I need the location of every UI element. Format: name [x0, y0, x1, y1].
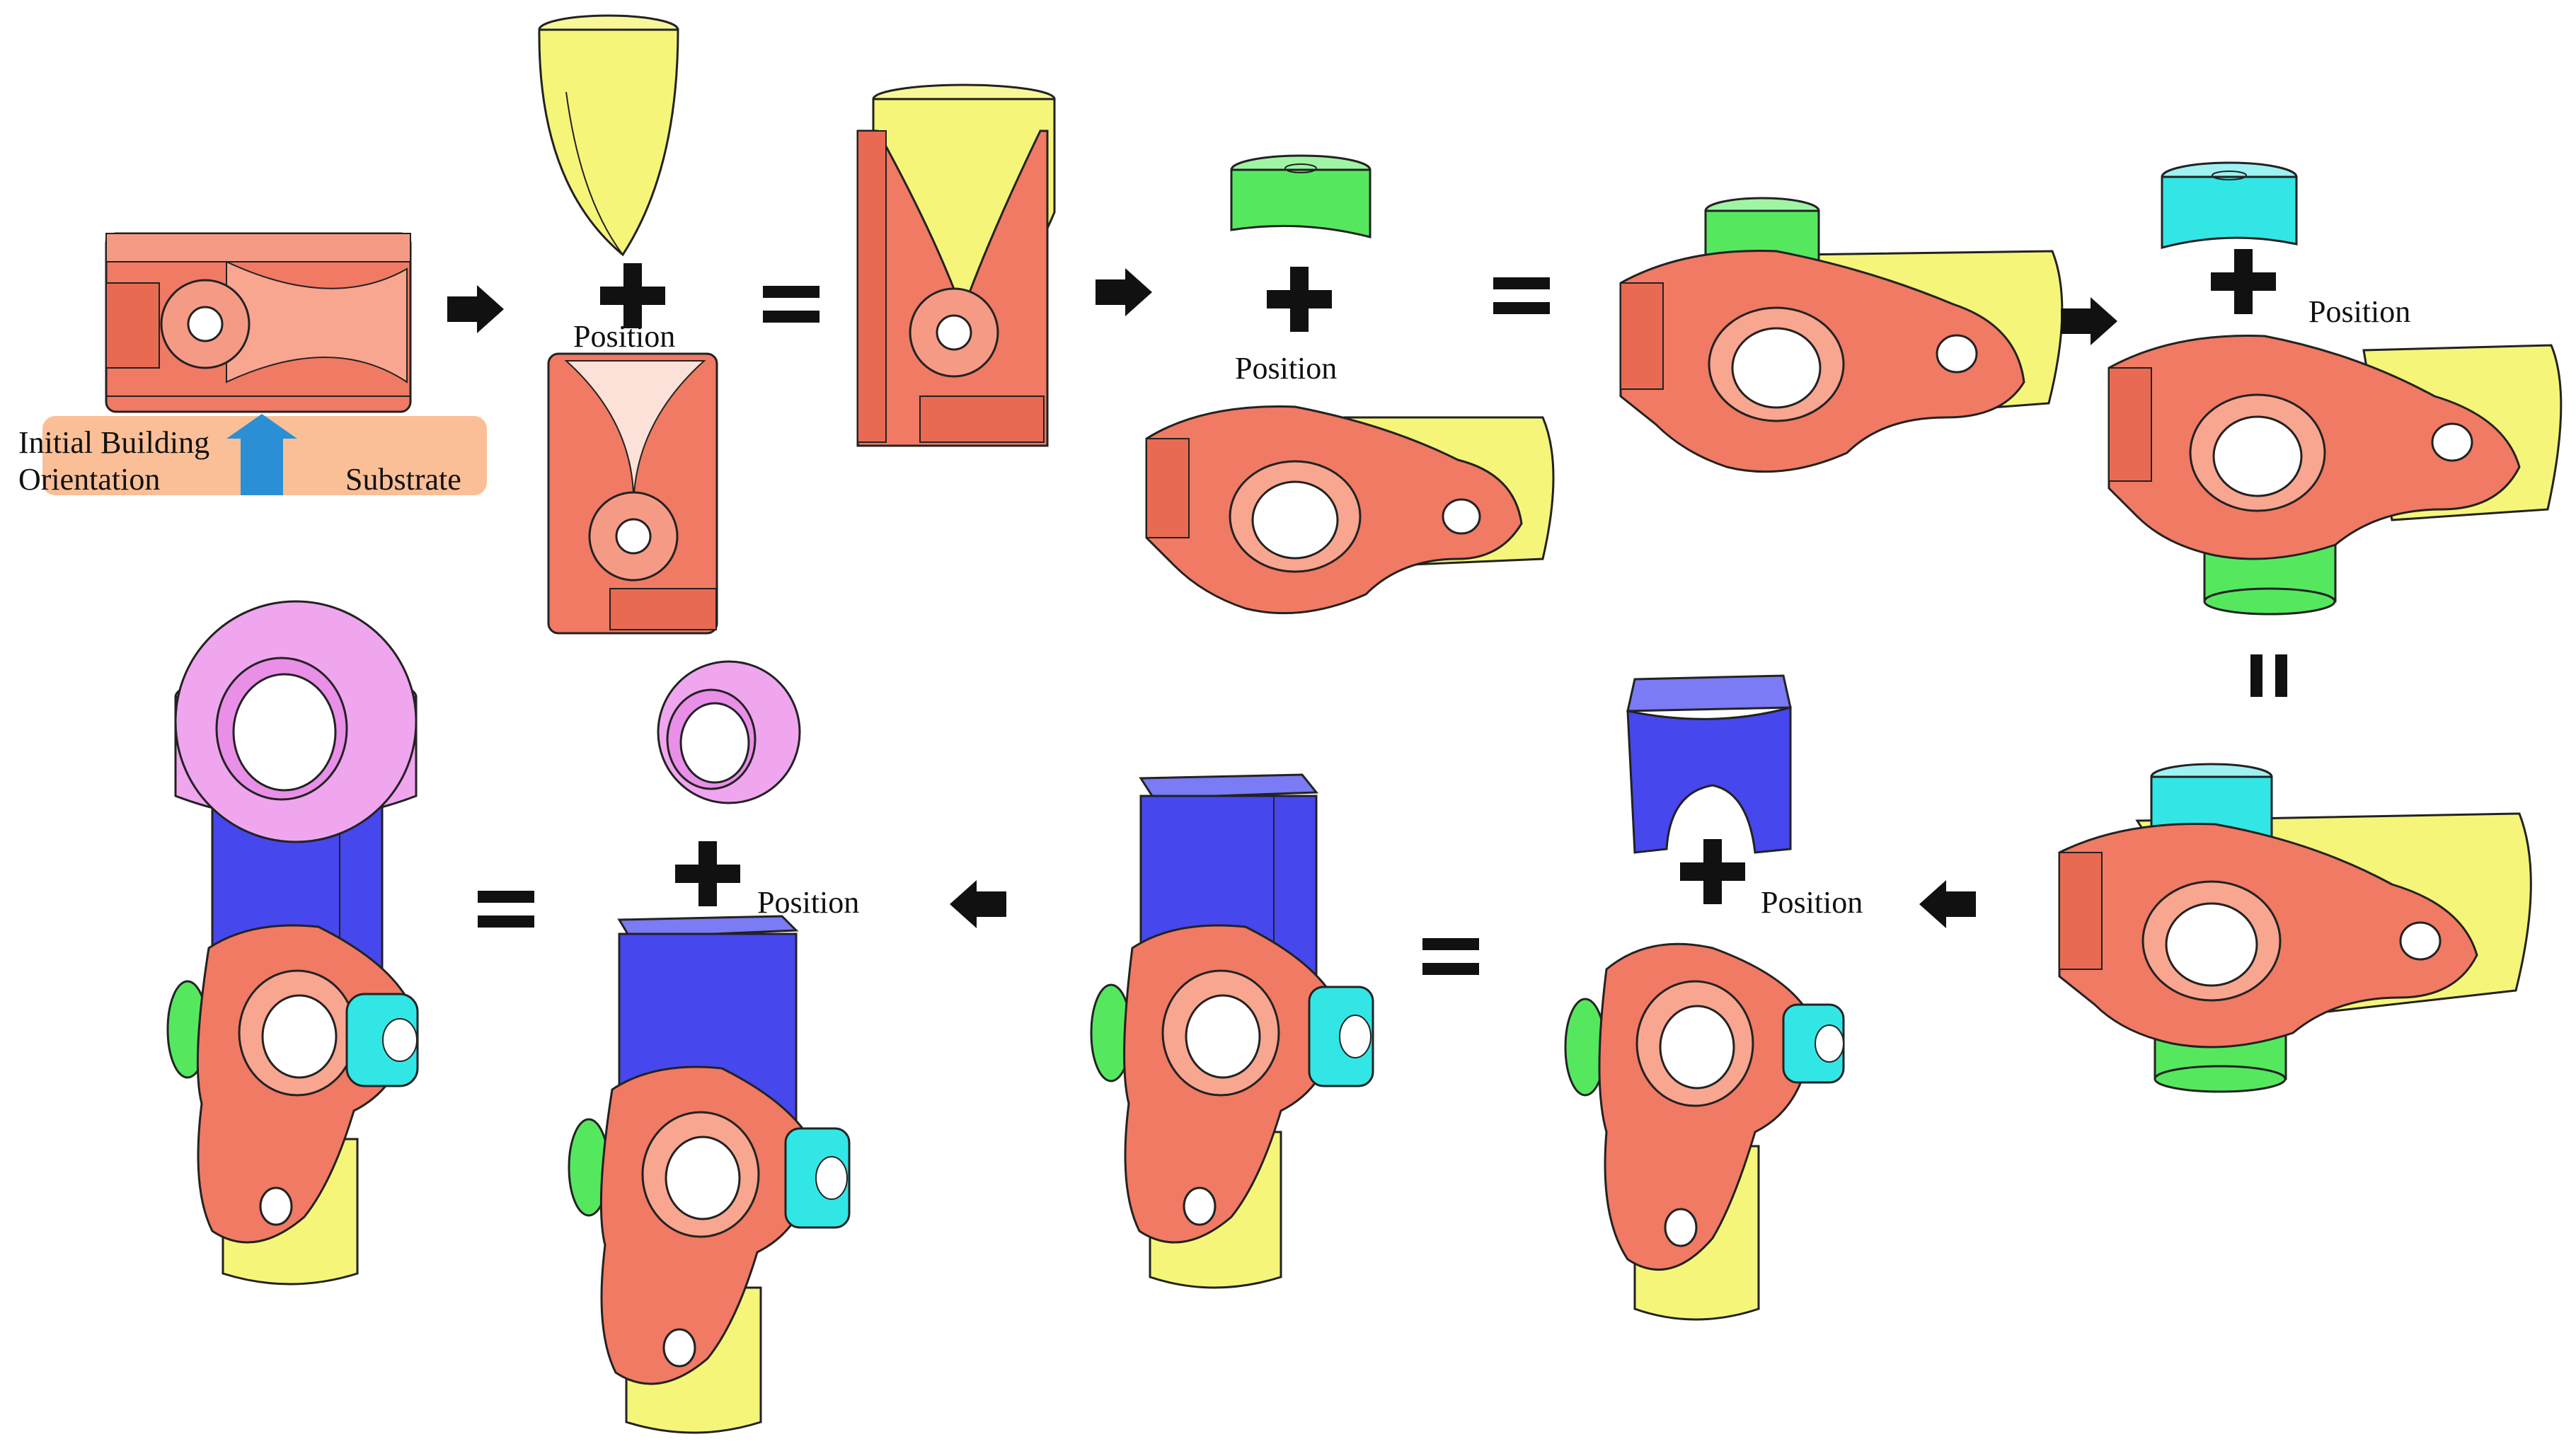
initial-orientation-group: Initial Building Orientation Substrate [18, 232, 487, 497]
position-label-5: Position [757, 885, 859, 920]
vertical-body-part [547, 352, 718, 635]
substrate-label: Substrate [345, 462, 461, 497]
up-arrow-icon [226, 414, 297, 495]
horizontal-body-part [1145, 405, 1555, 615]
body-green-cyan-part [2058, 763, 2532, 1093]
equals-icon [763, 286, 820, 323]
arrow-left-icon [1919, 880, 1976, 928]
combined-blue-part [1090, 773, 1374, 1289]
equals-icon [478, 891, 534, 928]
body-with-green-part [2108, 335, 2563, 616]
plus-icon [2211, 249, 2276, 314]
green-ring-part [1230, 154, 1372, 238]
combined-horizontal-part [1619, 197, 2064, 473]
arrow-right-icon [1096, 268, 1152, 316]
position-label-1: Position [573, 319, 675, 354]
plus-icon [1267, 267, 1332, 332]
equals-vertical-icon [2250, 654, 2287, 697]
assembly-with-blue-part [568, 915, 851, 1434]
equals-icon [1493, 277, 1550, 314]
vertical-assembly-part [1564, 942, 1845, 1321]
final-assembly-part [166, 600, 419, 1286]
position-label-3: Position [2308, 294, 2410, 329]
initial-building-label: Initial Building [18, 425, 209, 460]
equals-icon [1422, 938, 1479, 975]
orientation-label: Orientation [18, 462, 160, 497]
plus-icon [675, 841, 740, 906]
plus-icon [1680, 839, 1745, 904]
arrow-right-icon [447, 285, 504, 333]
initial-body-part [105, 232, 412, 413]
position-label-4: Position [1761, 885, 1863, 920]
blue-block-part [1626, 674, 1792, 854]
yellow-cone-part [538, 14, 679, 257]
cyan-ring-part [2161, 161, 2298, 249]
arrow-left-icon [950, 880, 1006, 928]
position-label-2: Position [1235, 351, 1337, 386]
arrow-right-icon [2061, 297, 2117, 345]
combined-vertical-part [856, 83, 1056, 447]
pink-ring-part [657, 660, 801, 804]
